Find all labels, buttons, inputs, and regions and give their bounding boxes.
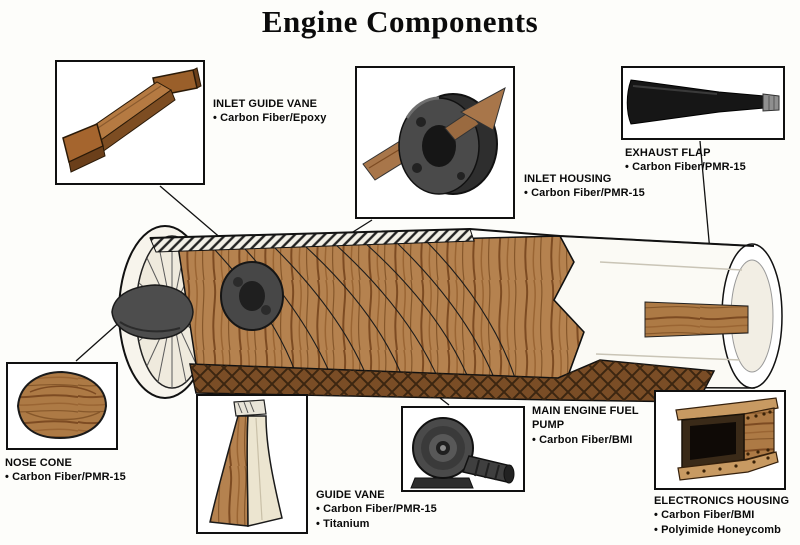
main-engine-fuel-pump-icon <box>410 417 515 489</box>
internal-inlet-housing <box>220 261 284 331</box>
inlet-guide-vane-label: INLET GUIDE VANE • Carbon Fiber/Epoxy <box>213 97 363 126</box>
main-engine-fuel-pump-label: MAIN ENGINE FUEL PUMP • Carbon Fiber/BMI <box>532 404 647 447</box>
exhaust-section <box>553 235 783 389</box>
guide-vane-label: GUIDE VANE • Carbon Fiber/PMR-15 • Titan… <box>316 488 476 531</box>
component-name: ELECTRONICS HOUSING <box>654 495 790 507</box>
nose-cone-icon <box>16 370 108 440</box>
guide-vane-icon <box>209 399 283 527</box>
inlet-guide-vane-icon <box>62 67 202 173</box>
component-material: • Carbon Fiber/PMR-15 <box>5 471 126 484</box>
spinner-nose-cone <box>111 284 194 340</box>
inlet-housing-label: INLET HOUSING • Carbon Fiber/PMR-15 <box>524 172 674 201</box>
exhaust-flap-label: EXHAUST FLAP • Carbon Fiber/PMR-15 <box>625 146 785 175</box>
component-name: EXHAUST FLAP <box>625 147 711 159</box>
nose-cone-box <box>6 362 118 450</box>
component-material: • Polyimide Honeycomb <box>654 523 781 536</box>
component-name: NOSE CONE <box>5 457 72 469</box>
component-name: INLET HOUSING <box>524 173 612 185</box>
inlet-housing-icon <box>362 86 506 195</box>
component-name: MAIN ENGINE FUEL PUMP <box>532 405 639 432</box>
main-engine-fuel-pump-box <box>401 406 525 492</box>
exhaust-flap-icon <box>626 79 780 125</box>
component-material: • Carbon Fiber/PMR-15 <box>625 161 746 174</box>
engine-body <box>149 228 585 391</box>
component-material: • Carbon Fiber/Epoxy <box>213 112 327 125</box>
component-name: GUIDE VANE <box>316 489 385 501</box>
component-material: • Carbon Fiber/BMI <box>654 509 755 522</box>
electronics-housing-label: ELECTRONICS HOUSING • Carbon Fiber/BMI •… <box>654 494 799 537</box>
inlet-guide-vane-box <box>55 60 205 185</box>
component-material: • Carbon Fiber/PMR-15 <box>524 187 645 200</box>
nose-cone-label: NOSE CONE • Carbon Fiber/PMR-15 <box>5 456 155 485</box>
component-material: • Carbon Fiber/PMR-15 <box>316 503 437 516</box>
component-name: INLET GUIDE VANE <box>213 98 318 110</box>
electronics-housing-box <box>654 390 786 490</box>
inlet-housing-box <box>355 66 515 219</box>
guide-vane-box <box>196 394 308 534</box>
engine-cutaway <box>111 225 783 403</box>
component-material: • Carbon Fiber/BMI <box>532 433 633 446</box>
electronics-housing-icon <box>675 397 779 481</box>
page-title: Engine Components <box>261 4 539 39</box>
bottom-skin <box>189 359 716 403</box>
component-material: • Titanium <box>316 517 370 530</box>
exhaust-flap-box <box>621 66 785 140</box>
